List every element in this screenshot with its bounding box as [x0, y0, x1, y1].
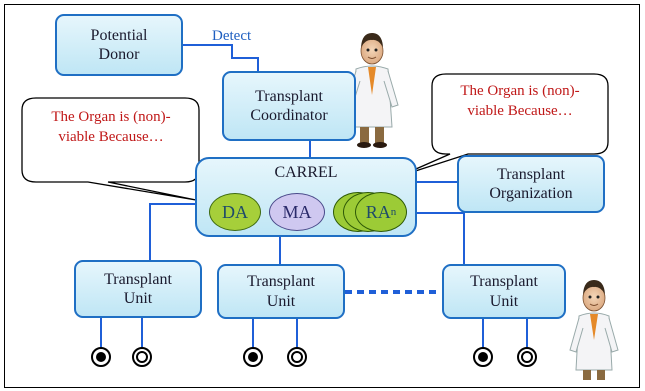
ports	[91, 347, 537, 367]
agent-da: DA	[209, 193, 261, 231]
agent-ra-subscript: n	[390, 206, 397, 218]
port-filled-icon	[473, 347, 493, 367]
link-unit-1-ports	[100, 318, 143, 352]
link-unit-2-ports	[252, 318, 298, 352]
right-callout-bubble	[399, 73, 609, 177]
link-carrel-unit-1	[149, 203, 197, 260]
doctor-figure-icon	[569, 280, 619, 380]
potential-donor-box: Potential Donor	[55, 14, 183, 76]
port-hollow-icon	[287, 347, 307, 367]
left-callout-text: The Organ is (non)- viable Because…	[51, 109, 171, 145]
detect-label: Detect	[212, 28, 252, 44]
port-filled-icon	[91, 347, 111, 367]
port-hollow-icon	[517, 347, 537, 367]
transplant-unit-box: Transplant Unit	[217, 264, 345, 319]
agent-ma: MA	[269, 193, 325, 231]
agent-ra-label: RA	[365, 201, 391, 222]
link-donor-coordinator	[180, 44, 259, 71]
carrel-title: CARREL	[274, 164, 338, 181]
transplant-unit-box: Transplant Unit	[74, 260, 202, 318]
right-callout-text: The Organ is (non)- viable Because…	[460, 83, 580, 119]
transplant-organization-box: Transplant Organization	[457, 155, 605, 213]
port-filled-icon	[243, 347, 263, 367]
transplant-unit-box: Transplant Unit	[442, 264, 566, 319]
diagram-frame	[4, 4, 640, 388]
link-carrel-unit-3	[415, 212, 465, 264]
port-hollow-icon	[132, 347, 152, 367]
transplant-coordinator-box: Transplant Coordinator	[222, 71, 356, 141]
link-unit-3-ports	[482, 318, 528, 352]
